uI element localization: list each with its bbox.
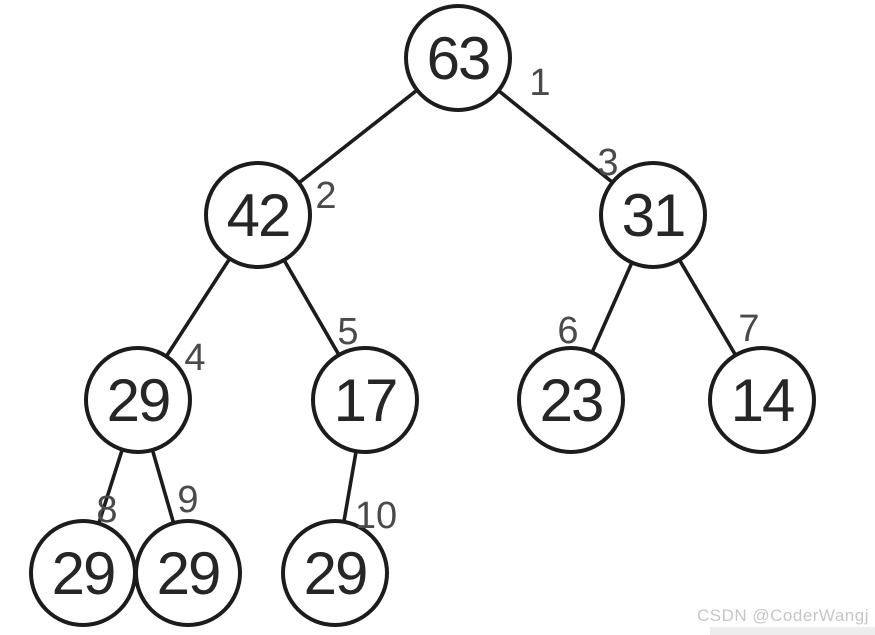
node-index-label: 8 <box>96 489 117 531</box>
node-index-label: 1 <box>529 62 550 104</box>
tree-node-circle <box>404 4 512 112</box>
node-index-label: 3 <box>597 142 618 184</box>
tree-node-circle <box>134 519 242 627</box>
tree-node-circle <box>281 519 389 627</box>
tree-node-value: 14 <box>731 367 794 434</box>
tree-node-value: 42 <box>227 182 290 249</box>
node-index-label: 6 <box>557 310 578 352</box>
tree-node-circle <box>204 161 312 269</box>
tree-node-value: 29 <box>304 540 367 607</box>
tree-node-value: 63 <box>427 25 490 92</box>
tree-node-value: 29 <box>52 540 115 607</box>
tree-node-circle <box>599 161 707 269</box>
tree-node-circle <box>311 346 419 454</box>
tree-node-circle <box>517 346 625 454</box>
node-index-label: 5 <box>337 311 358 353</box>
tree-node-value: 23 <box>540 367 603 434</box>
tree-node-circle <box>708 346 816 454</box>
node-index-label: 7 <box>738 308 759 350</box>
tree-node-value: 31 <box>622 182 685 249</box>
tree-node-value: 29 <box>157 540 220 607</box>
node-index-label: 10 <box>355 495 397 537</box>
tree-node-value: 29 <box>107 367 170 434</box>
tree-node-value: 17 <box>334 367 397 434</box>
watermark-bar <box>710 627 875 635</box>
tree-node-circle <box>84 346 192 454</box>
node-index-label: 2 <box>315 175 336 217</box>
watermark-text: CSDN @CoderWangj <box>696 606 869 625</box>
node-index-label: 4 <box>184 337 205 379</box>
node-index-label: 9 <box>177 479 198 521</box>
